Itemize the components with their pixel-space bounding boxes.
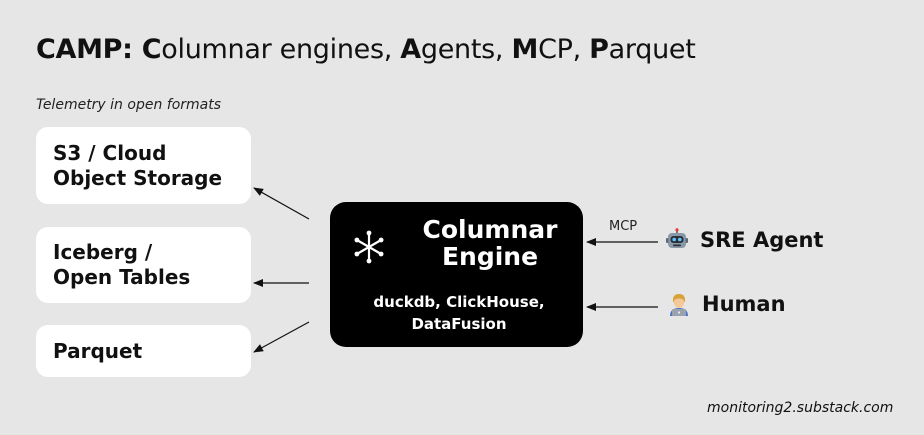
storage-box-s3: S3 / Cloud Object Storage: [36, 127, 251, 204]
page-title: CAMP: Columnar engines, Agents, MCP, Par…: [36, 34, 696, 65]
title-word-mcp: CP,: [538, 34, 590, 65]
storage-box-parquet: Parquet: [36, 325, 251, 377]
engine-implementations: duckdb, ClickHouse, DataFusion: [373, 293, 545, 333]
columnar-engine-box: Columnar Engine duckdb, ClickHouse, Data…: [330, 202, 583, 347]
title-prefix: CAMP:: [36, 34, 142, 65]
arrow-engine-to-parquet: [253, 321, 310, 353]
robot-icon: [666, 228, 688, 248]
technologist-icon: [670, 294, 688, 316]
engine-title: Columnar Engine: [422, 215, 558, 271]
title-word-parquet: arquet: [608, 34, 696, 65]
storage-section-caption: Telemetry in open formats: [36, 97, 222, 113]
actor-human: Human: [668, 292, 786, 316]
arrow-engine-to-s3: [253, 187, 310, 220]
actor-label: SRE Agent: [700, 228, 824, 252]
title-letter-c: C: [141, 34, 162, 65]
snowflake-asterisk-icon: [354, 230, 384, 264]
actor-label: Human: [702, 292, 786, 316]
storage-box-iceberg: Iceberg / Open Tables: [36, 227, 251, 303]
title-word-columnar: olumnar engines,: [161, 34, 401, 65]
source-watermark: monitoring2.substack.com: [707, 400, 894, 416]
title-word-agents: gents,: [420, 34, 512, 65]
title-letter-a: A: [400, 34, 421, 65]
title-letter-m: M: [511, 34, 539, 65]
title-letter-p: P: [589, 34, 609, 65]
actor-sre-agent: SRE Agent: [666, 228, 823, 252]
mcp-connector-label: MCP: [609, 219, 638, 234]
